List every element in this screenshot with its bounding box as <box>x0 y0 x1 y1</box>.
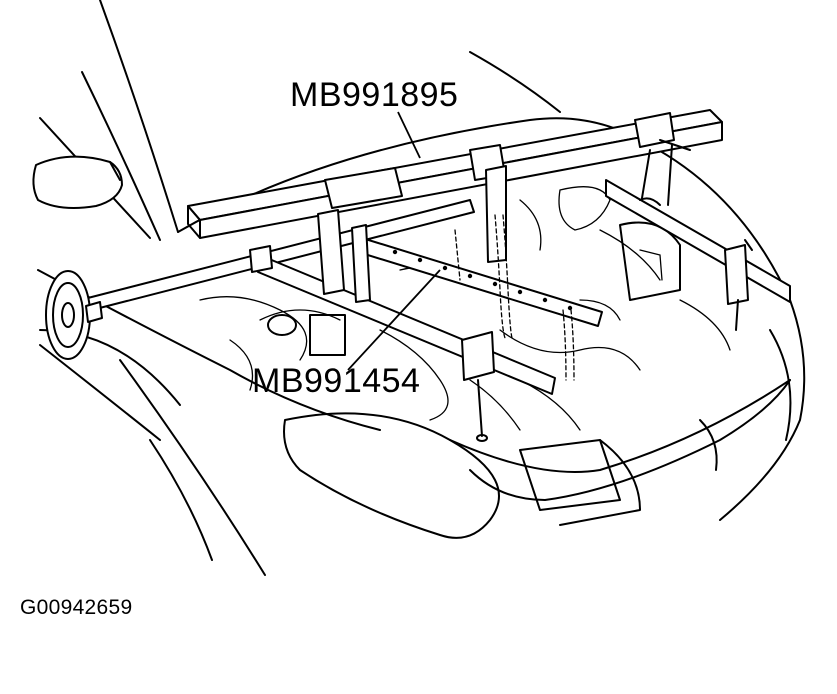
leader-lines <box>347 111 441 371</box>
beam-holes <box>392 249 573 311</box>
chains <box>454 214 575 381</box>
figure-id: G00942659 <box>20 596 133 619</box>
front-beam <box>249 165 556 442</box>
cross-beam-label: MB991454 <box>252 362 421 400</box>
engine-bay <box>199 186 731 431</box>
top-beam-label: MB991895 <box>290 76 459 114</box>
side-mirror <box>32 155 123 209</box>
right-arm <box>605 179 791 331</box>
top-beam <box>187 109 723 239</box>
